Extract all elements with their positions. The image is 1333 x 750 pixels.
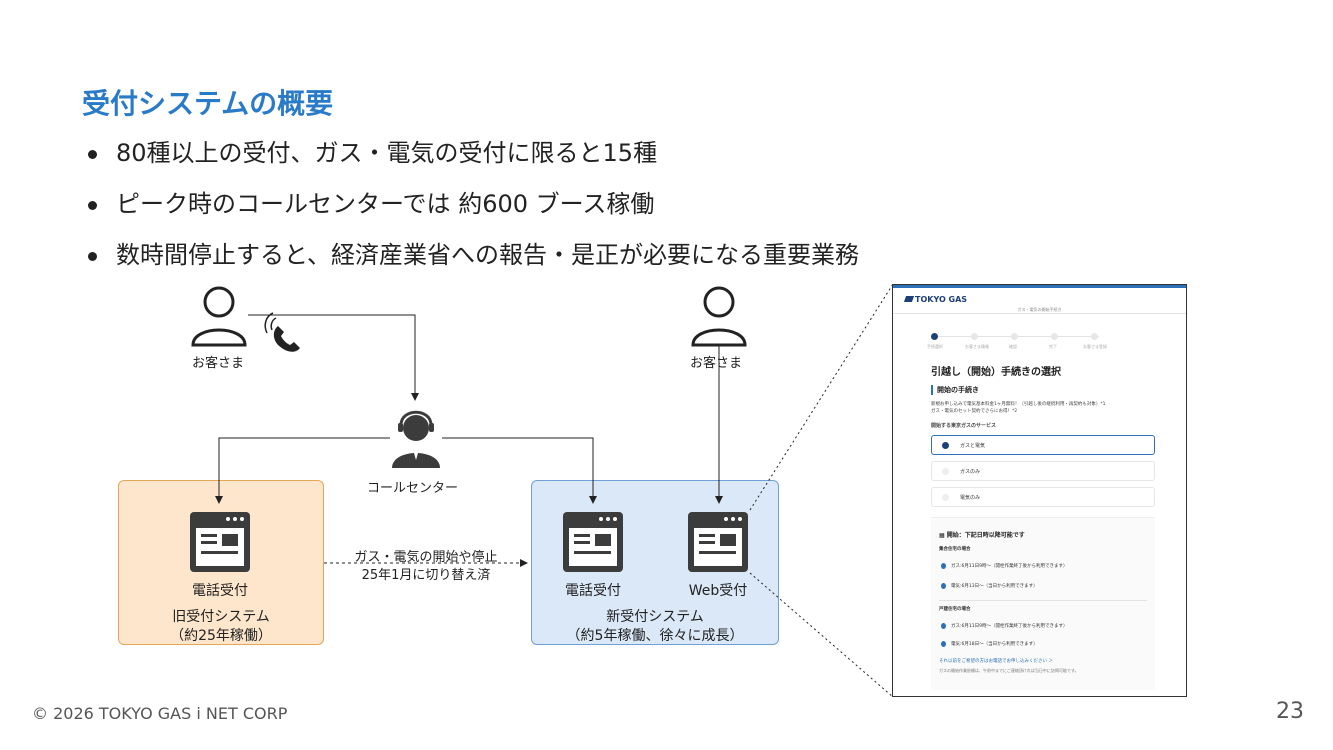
- application-window-icon: [563, 512, 623, 572]
- application-window-icon: [688, 512, 748, 572]
- option-electric-only[interactable]: 電気のみ: [931, 487, 1155, 507]
- description: ガス・電気のセット契約でさらにお得！*2: [931, 409, 1018, 414]
- person-icon: [691, 286, 747, 347]
- application-window-icon: [190, 512, 250, 572]
- web-label: Web受付: [688, 583, 748, 599]
- radio-icon: [942, 494, 949, 501]
- calendar-icon: ▦: [939, 532, 947, 539]
- slide-title: 受付システムの概要: [82, 87, 334, 120]
- bulb-icon: [941, 641, 946, 647]
- radio-icon: [942, 468, 949, 475]
- new-phone-label: 電話受付: [565, 583, 621, 599]
- apartment-gas: ガス:6月11日9時〜（開栓作業終了後から利用できます）: [951, 564, 1068, 569]
- availability-panel: ▦ 開始：下記日時以降可能です 集合住宅の場合 ガス:6月11日9時〜（開栓作業…: [931, 517, 1155, 690]
- customer-label: お客さま: [192, 356, 245, 371]
- option-gas-only[interactable]: ガスのみ: [931, 461, 1155, 481]
- house-electric: 電気:6月18日〜（当日から利用できます）: [951, 642, 1038, 647]
- migration-note-1: ガス・電気の開始や停止: [354, 550, 498, 565]
- new-system-name: 新受付システム: [606, 609, 704, 625]
- description: 新規お申し込みで電気基本料金1ヶ月無料！（引越し後の継続利用・再契約も対象）*1: [931, 402, 1106, 407]
- bulb-icon: [941, 583, 946, 589]
- bullet-item: 数時間停止すると、経済産業省への報告・是正が必要になる重要業務: [88, 242, 859, 268]
- copyright: © 2026 TOKYO GAS i NET CORP: [32, 704, 288, 723]
- step-caption: ガス・電気の開始手続き: [1017, 307, 1062, 312]
- brand-logo: TOKYO GAS: [903, 295, 967, 304]
- old-phone-label: 電話受付: [192, 583, 248, 599]
- radio-icon: [942, 442, 949, 449]
- migration-note-2: 25年1月に切り替え済: [361, 568, 491, 583]
- old-system-name: 旧受付システム: [172, 609, 270, 625]
- house-gas: ガス:6月11日9時〜（開栓作業終了後から利用できます）: [951, 624, 1068, 629]
- availability-title: ▦ 開始：下記日時以降可能です: [939, 532, 1025, 539]
- house-title: 戸建住宅の場合: [939, 607, 971, 612]
- phone-request-link[interactable]: それ以前をご希望の方はお電話でお申し込みください ＞: [939, 659, 1053, 664]
- section-title: 開始の手続き: [931, 385, 979, 395]
- bullet-item: 80種以上の受付、ガス・電気の受付に限ると15種: [88, 140, 859, 166]
- service-label: 開始する東京ガスのサービス: [931, 423, 997, 429]
- operator-headset-icon: [392, 410, 440, 468]
- customer-label: お客さま: [690, 356, 743, 371]
- screenshot-topbar: [893, 285, 1186, 288]
- apartment-electric: 電気:6月13日〜（当日から利用できます）: [951, 584, 1038, 589]
- form-heading: 引越し（開始）手続きの選択: [931, 367, 1061, 378]
- page-number: 23: [1276, 699, 1304, 724]
- apartment-title: 集合住宅の場合: [939, 547, 971, 552]
- option-gas-and-electric[interactable]: ガスと電気: [931, 435, 1155, 455]
- web-form-screenshot: TOKYO GAS ガス・電気の開始手続き 手続選択 お客さま情報 確認 完了 …: [892, 284, 1187, 697]
- phone-call-icon: [264, 312, 300, 352]
- bullet-item: ピーク時のコールセンターでは 約600 ブース稼働: [88, 191, 859, 217]
- old-system-note: （約25年稼働）: [170, 628, 272, 644]
- person-icon: [191, 286, 247, 347]
- new-system-note: （約5年稼働、徐々に成長）: [566, 628, 744, 644]
- footnote: ガスの開始作業依頼は、午前中までにご連絡頂ければ当日中に訪問可能です。: [939, 668, 1079, 673]
- gas-flame-icon: [941, 563, 946, 569]
- call-center-label: コールセンター: [367, 481, 459, 496]
- bullet-list: 80種以上の受付、ガス・電気の受付に限ると15種 ピーク時のコールセンターでは …: [88, 140, 859, 293]
- step-indicator: 手続選択 お客さま情報 確認 完了 お客さま登録: [927, 333, 1131, 349]
- gas-flame-icon: [941, 623, 946, 629]
